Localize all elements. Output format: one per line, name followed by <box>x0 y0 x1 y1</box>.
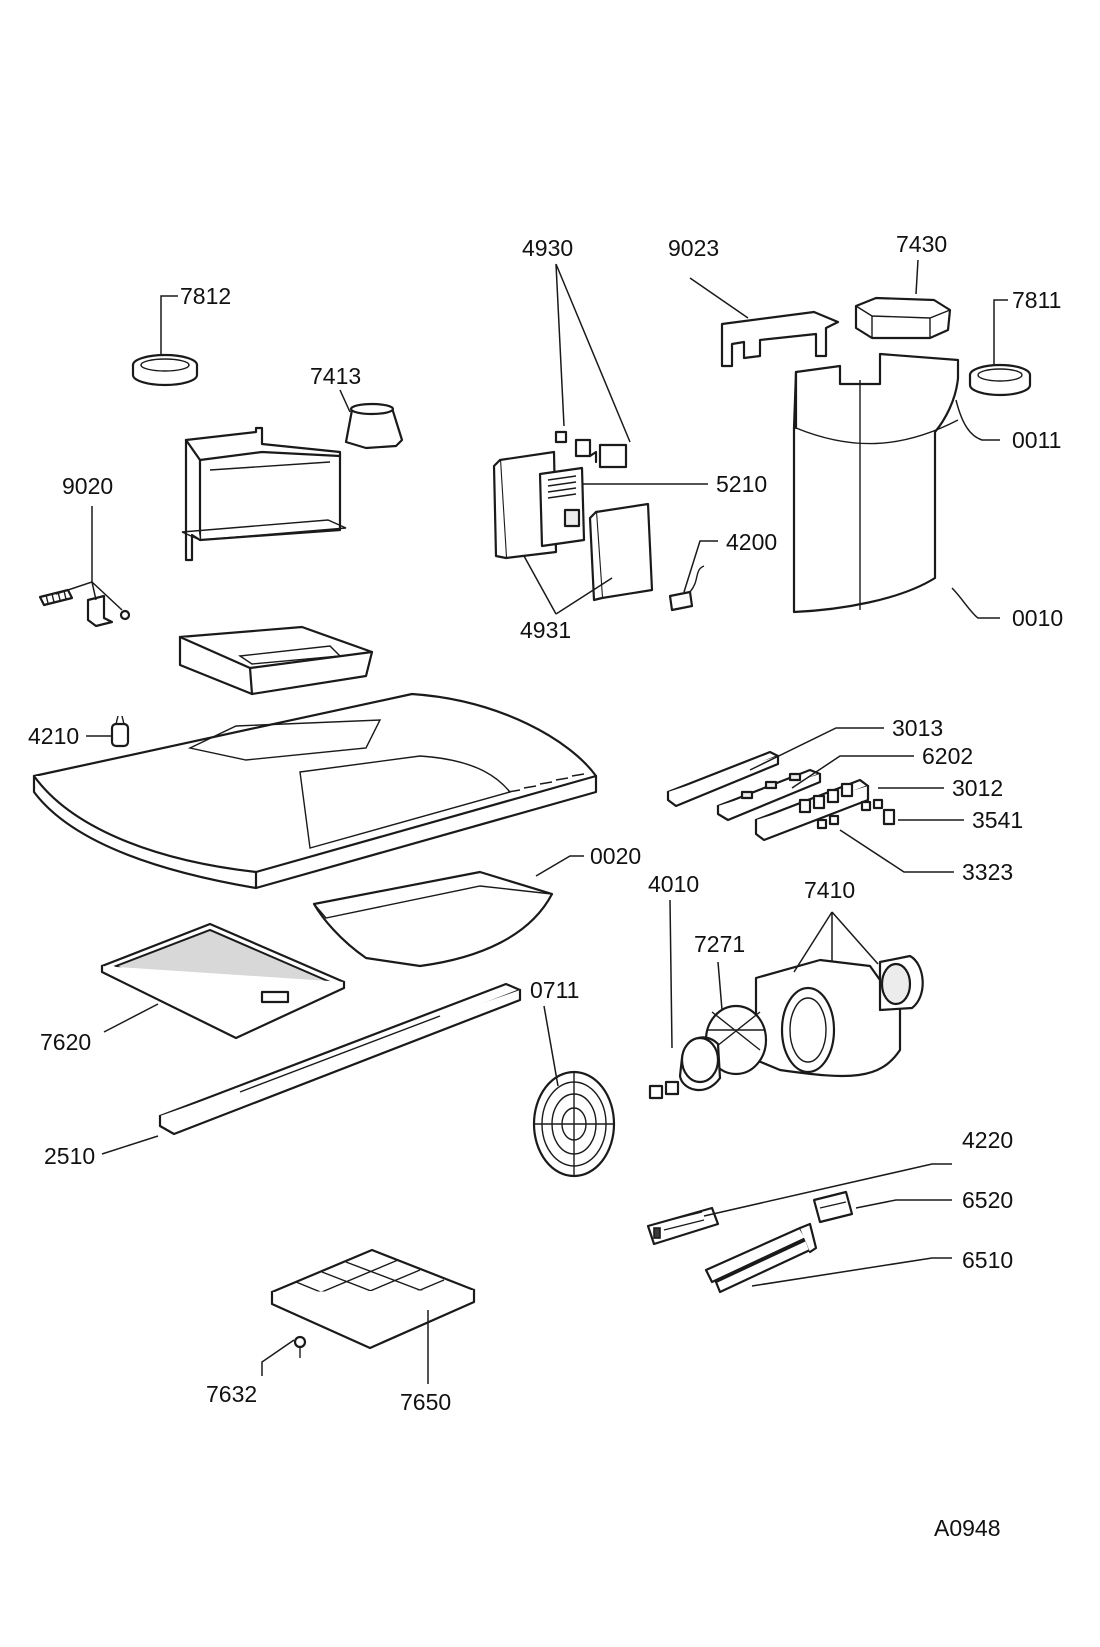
label-part-6520: 6520 <box>962 1187 1013 1213</box>
label-part-5210: 5210 <box>716 471 767 497</box>
label-part-7430: 7430 <box>896 231 947 257</box>
label-part-7811: 7811 <box>1012 287 1061 313</box>
part-2510-strip <box>158 982 522 1136</box>
part-0711-grille <box>532 1070 616 1178</box>
part-7413-adaptor <box>344 402 404 450</box>
part-6520-clip <box>812 1190 854 1224</box>
label-part-7650: 7650 <box>400 1389 451 1415</box>
leader-4010 <box>669 899 673 1049</box>
leader-7271 <box>717 961 723 1011</box>
label-part-4931: 4931 <box>520 617 571 643</box>
label-part-9023: 9023 <box>668 235 719 261</box>
label-part-7271: 7271 <box>694 931 745 957</box>
leader-2510 <box>101 1135 159 1155</box>
part-7812-ring <box>131 353 199 387</box>
leader-4200 <box>683 540 718 593</box>
leader-4930 <box>555 263 631 443</box>
label-part-4210: 4210 <box>28 723 79 749</box>
label-part-4010: 4010 <box>648 871 699 897</box>
label-part-7632: 7632 <box>206 1381 257 1407</box>
leader-7410 <box>793 911 879 973</box>
leader-7430 <box>915 259 919 295</box>
leader-0020 <box>535 855 584 877</box>
part-9023-bracket <box>720 310 840 368</box>
label-part-0011: 0011 <box>1012 427 1061 453</box>
label-part-0020: 0020 <box>590 843 641 869</box>
leader-3323 <box>839 829 954 873</box>
label-part-4930: 4930 <box>522 235 573 261</box>
leader-9020 <box>55 506 123 611</box>
diagram-code: A0948 <box>934 1515 1001 1541</box>
leader-0011 <box>955 399 1000 441</box>
part-4220-lamp-holder <box>646 1206 720 1246</box>
part-control-strips <box>666 750 896 842</box>
label-part-0010: 0010 <box>1012 605 1063 631</box>
part-hood-canopy <box>32 692 598 890</box>
part-7620-grease-filter <box>100 922 346 1040</box>
part-electronics-box <box>492 430 628 560</box>
part-number-labels: 7812 7413 9020 4930 9023 7430 7811 0011 … <box>28 231 1063 1541</box>
part-6510-lamp <box>704 1222 818 1294</box>
label-part-3013: 3013 <box>892 715 943 741</box>
label-part-3541: 3541 <box>972 807 1023 833</box>
part-4200-capacitor <box>668 565 705 612</box>
part-0020-glass <box>312 870 554 968</box>
label-part-3323: 3323 <box>962 859 1013 885</box>
leader-lines <box>55 259 1008 1384</box>
part-4210-capsule <box>110 715 130 748</box>
leader-7620 <box>103 1003 159 1033</box>
label-part-7410: 7410 <box>804 877 855 903</box>
part-9020-fixings <box>38 588 131 628</box>
leader-0010 <box>951 587 1000 619</box>
label-part-7812: 7812 <box>180 283 231 309</box>
leader-4931 <box>523 555 613 615</box>
label-part-7413: 7413 <box>310 363 361 389</box>
leader-7413 <box>339 389 351 413</box>
part-blower-assembly <box>648 954 924 1100</box>
label-part-2510: 2510 <box>44 1143 95 1169</box>
label-part-4220: 4220 <box>962 1127 1013 1153</box>
leader-7632 <box>261 1339 295 1376</box>
leader-6510 <box>751 1257 952 1287</box>
label-part-9020: 9020 <box>62 473 113 499</box>
label-part-3012: 3012 <box>952 775 1003 801</box>
leader-6202 <box>791 755 914 789</box>
part-duct-collar <box>178 625 374 696</box>
leader-6520 <box>855 1199 952 1209</box>
leader-7812 <box>160 295 178 354</box>
leader-0711 <box>543 1005 559 1087</box>
part-7650-carbon-filter <box>270 1248 476 1358</box>
label-part-6510: 6510 <box>962 1247 1013 1273</box>
label-part-4200: 4200 <box>726 529 777 555</box>
leader-3013 <box>749 727 884 771</box>
label-part-6202: 6202 <box>922 743 973 769</box>
part-chimney <box>792 352 960 614</box>
leader-9023 <box>689 277 749 319</box>
leader-7811 <box>993 299 1008 364</box>
part-7430-adaptor <box>854 296 952 340</box>
part-4931-cover <box>588 502 654 602</box>
part-7811-ring <box>968 363 1032 397</box>
label-part-7620: 7620 <box>40 1029 91 1055</box>
label-part-0711: 0711 <box>530 977 579 1003</box>
part-housing-box <box>181 426 347 562</box>
leader-4220 <box>703 1163 952 1217</box>
